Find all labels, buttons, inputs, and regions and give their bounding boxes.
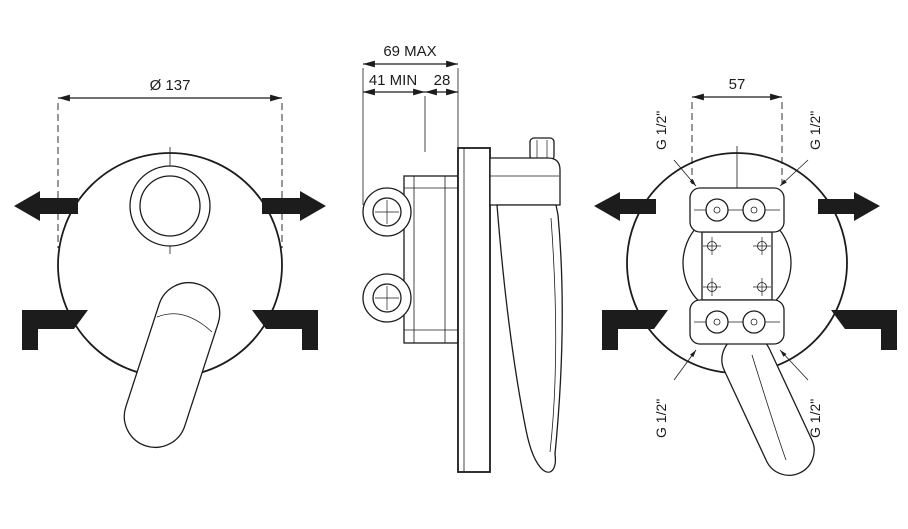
wall-plate-profile (457, 147, 491, 473)
port-center (713, 206, 721, 214)
rear-flow-arrow-right (818, 192, 880, 221)
diverter-knob-outer (129, 165, 211, 247)
thread-label-bottom-left: G 1/2" (653, 399, 669, 438)
rear-screw-top-left (703, 237, 721, 255)
bracket-center-plate (701, 231, 773, 301)
rear-screw-bottom-left (703, 278, 721, 296)
front-flow-arrow-right (262, 191, 326, 221)
port-circle (742, 198, 766, 222)
thread-leader-top-left (673, 159, 697, 187)
diverter-knob-profile (529, 137, 555, 161)
port-center (750, 206, 758, 214)
side-plate-depth-label: 28 (434, 72, 451, 89)
front-view: Ø 137 (14, 77, 326, 449)
valve-body-block (403, 175, 459, 344)
rear-mounting-bracket (689, 187, 785, 345)
side-union-bottom (362, 273, 412, 323)
thread-leader-bottom-left (673, 349, 697, 381)
front-diverter-knob (129, 165, 211, 247)
thread-leader-top-right (779, 159, 809, 187)
front-lever-handle (123, 281, 221, 449)
thread-leader-bottom-right (779, 349, 809, 381)
front-flow-arrow-left (14, 191, 78, 221)
thread-label-bottom-right: G 1/2" (807, 399, 823, 438)
rear-port-bottom-right (742, 310, 766, 334)
front-diameter-label: Ø 137 (150, 77, 191, 94)
rear-port-top-left (705, 198, 729, 222)
port-circle (705, 198, 729, 222)
rear-screw-bottom-right (753, 278, 771, 296)
handle-blade-profile (496, 204, 563, 473)
rear-handle-inner-line (751, 354, 787, 461)
side-view: 69 MAX 41 MIN 28 (362, 43, 563, 473)
rear-view: 57 (594, 76, 897, 476)
side-handle (489, 137, 563, 473)
front-inlet-arrow-right (252, 310, 318, 350)
rear-inlet-arrow-right (831, 310, 897, 350)
rear-port-bottom-left (705, 310, 729, 334)
union-top-inner (372, 197, 402, 227)
thread-label-top-right: G 1/2" (807, 111, 823, 150)
rear-center-distance-dimension: 57 (691, 76, 783, 184)
port-center (713, 318, 721, 326)
rear-thread-callouts: G 1/2" G 1/2" G 1/2" G 1/2" (653, 111, 823, 438)
rear-screw-top-right (753, 237, 771, 255)
side-depth-dimensions: 69 MAX 41 MIN 28 (362, 43, 459, 205)
side-valve-body (362, 175, 459, 344)
handle-blade-inner-line (549, 217, 557, 453)
lever-handle-blade (123, 281, 221, 449)
thread-label-top-left: G 1/2" (653, 111, 669, 150)
rear-port-top-right (742, 198, 766, 222)
side-min-depth-label: 41 MIN (369, 72, 417, 89)
port-center (750, 318, 758, 326)
rear-flow-arrow-left (594, 192, 656, 221)
handle-hub-profile (489, 157, 561, 206)
side-union-top (362, 187, 412, 237)
side-wall-plate (457, 147, 491, 473)
port-circle (705, 310, 729, 334)
diverter-knob-inner (139, 175, 201, 237)
front-diameter-dimension: Ø 137 (57, 77, 283, 248)
rear-inlet-arrow-left (602, 310, 668, 350)
front-inlet-arrow-left (22, 310, 88, 350)
side-max-depth-label: 69 MAX (383, 43, 436, 60)
port-circle (742, 310, 766, 334)
rear-center-distance-label: 57 (729, 76, 746, 93)
union-bottom-inner (372, 283, 402, 313)
lever-handle-seam (156, 313, 213, 333)
